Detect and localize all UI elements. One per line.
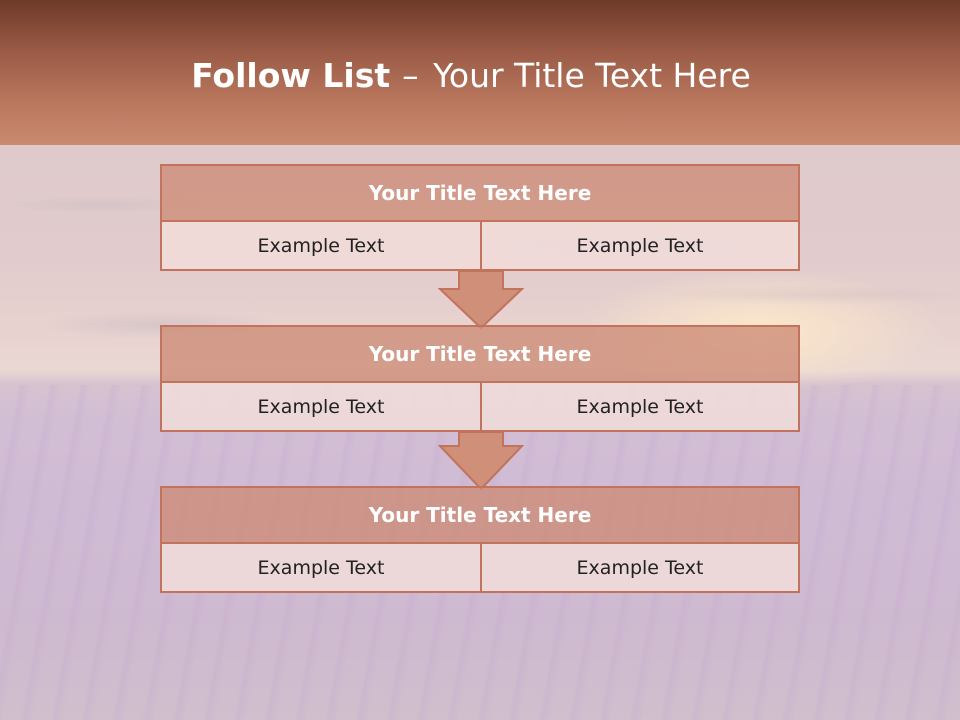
flow-block-cell-left: Example Text xyxy=(162,383,482,430)
flow-block-cell-left: Example Text xyxy=(162,222,482,269)
flow-block-cell-right: Example Text xyxy=(482,222,798,269)
slide-title-bold: Follow List xyxy=(191,56,391,95)
flow-block-cell-right: Example Text xyxy=(482,544,798,591)
slide-title-rest: Your Title Text Here xyxy=(433,56,751,95)
flow-block-cell-left: Example Text xyxy=(162,544,482,591)
flow-block-cell-right: Example Text xyxy=(482,383,798,430)
flow-block-1: Your Title Text Here Example Text Exampl… xyxy=(160,164,800,271)
flow-block-title: Your Title Text Here xyxy=(162,166,798,222)
slide-title: Follow List– Your Title Text Here xyxy=(0,54,942,98)
flow-block-title: Your Title Text Here xyxy=(162,488,798,544)
slide-title-separator: – xyxy=(402,56,419,95)
flow-block-title: Your Title Text Here xyxy=(162,327,798,383)
down-arrow-icon xyxy=(438,431,524,491)
title-band: Follow List– Your Title Text Here xyxy=(0,0,960,145)
down-arrow-icon xyxy=(438,270,524,330)
flow-block-2: Your Title Text Here Example Text Exampl… xyxy=(160,325,800,432)
flow-block-3: Your Title Text Here Example Text Exampl… xyxy=(160,486,800,593)
